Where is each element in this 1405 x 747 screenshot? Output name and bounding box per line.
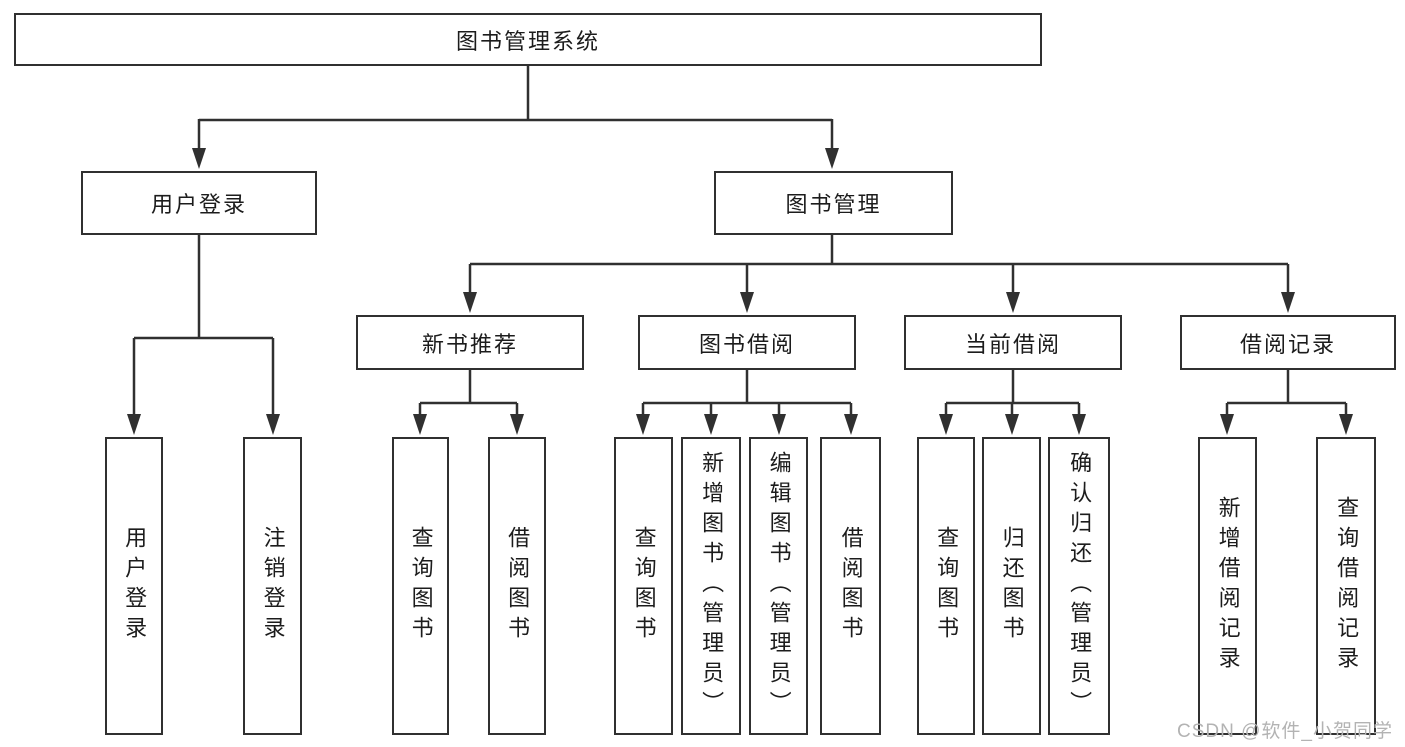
leaf-confirm-return-admin: 确认归还（管理员） xyxy=(1048,437,1110,735)
leaf-add-borrow-record: 新增借阅记录 xyxy=(1198,437,1257,735)
leaf-query-book-1: 查询图书 xyxy=(392,437,449,735)
node-book-management: 图书管理 xyxy=(714,171,953,235)
leaf-logout: 注销登录 xyxy=(243,437,302,735)
leaf-query-borrow-record: 查询借阅记录 xyxy=(1316,437,1376,735)
leaf-query-book-2: 查询图书 xyxy=(614,437,673,735)
leaf-borrow-book-2: 借阅图书 xyxy=(820,437,881,735)
node-book-borrow: 图书借阅 xyxy=(638,315,856,370)
leaf-query-book-3: 查询图书 xyxy=(917,437,975,735)
leaf-add-book-admin: 新增图书（管理员） xyxy=(681,437,741,735)
node-root: 图书管理系统 xyxy=(14,13,1042,66)
node-current-borrow: 当前借阅 xyxy=(904,315,1122,370)
leaf-return-book: 归还图书 xyxy=(982,437,1041,735)
node-user-login: 用户登录 xyxy=(81,171,317,235)
csdn-watermark: CSDN @软件_小贺同学 xyxy=(1177,721,1393,742)
node-new-book-recommend: 新书推荐 xyxy=(356,315,584,370)
leaf-user-login: 用户登录 xyxy=(105,437,163,735)
leaf-edit-book-admin: 编辑图书（管理员） xyxy=(749,437,808,735)
node-borrow-record: 借阅记录 xyxy=(1180,315,1396,370)
leaf-borrow-book-1: 借阅图书 xyxy=(488,437,546,735)
